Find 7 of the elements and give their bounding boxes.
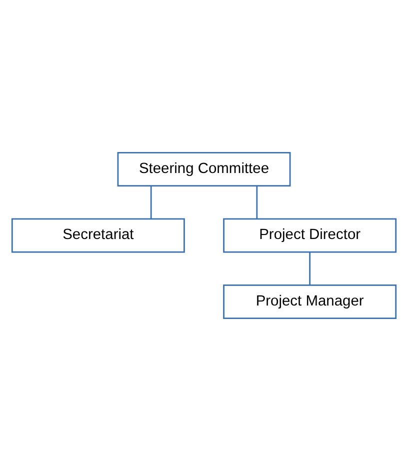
node-box: Secretariat xyxy=(11,218,185,253)
connector xyxy=(309,252,311,285)
node-box: Steering Committee xyxy=(117,152,291,186)
connector xyxy=(256,186,258,219)
connector xyxy=(150,186,152,219)
node-box: Project Director xyxy=(223,218,397,253)
node-box: Project Manager xyxy=(223,284,397,319)
